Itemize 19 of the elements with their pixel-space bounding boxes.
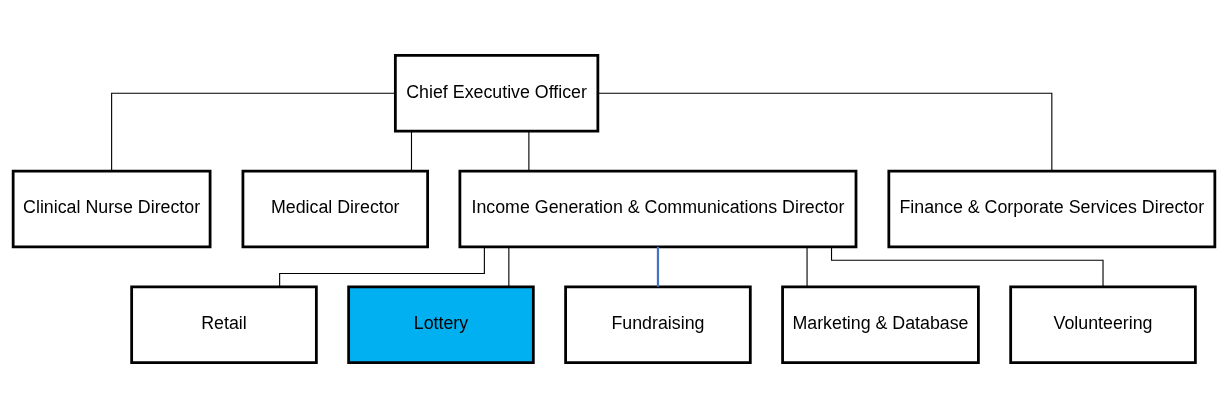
connector: [806, 245, 808, 287]
node-box: Finance & Corporate Services Director: [887, 169, 1217, 248]
node-box: Clinical Nurse Director: [11, 169, 212, 248]
connector: [410, 130, 413, 172]
node-box: Volunteering: [1009, 285, 1197, 364]
connector: [656, 246, 660, 287]
connector: [111, 92, 396, 172]
node-box: Medical Director: [241, 169, 429, 248]
connector: [830, 246, 1104, 287]
node-box: Retail: [130, 285, 318, 364]
connector: [508, 245, 510, 287]
node-box: Chief Executive Officer: [393, 53, 600, 132]
connector: [528, 130, 530, 172]
node-box: Income Generation & Communications Director: [458, 169, 858, 248]
connector: [597, 92, 1053, 172]
node-box: Marketing & Database: [781, 285, 980, 364]
node-box: Lottery: [347, 285, 535, 364]
connector: [279, 245, 485, 287]
node-box: Fundraising: [564, 285, 752, 364]
